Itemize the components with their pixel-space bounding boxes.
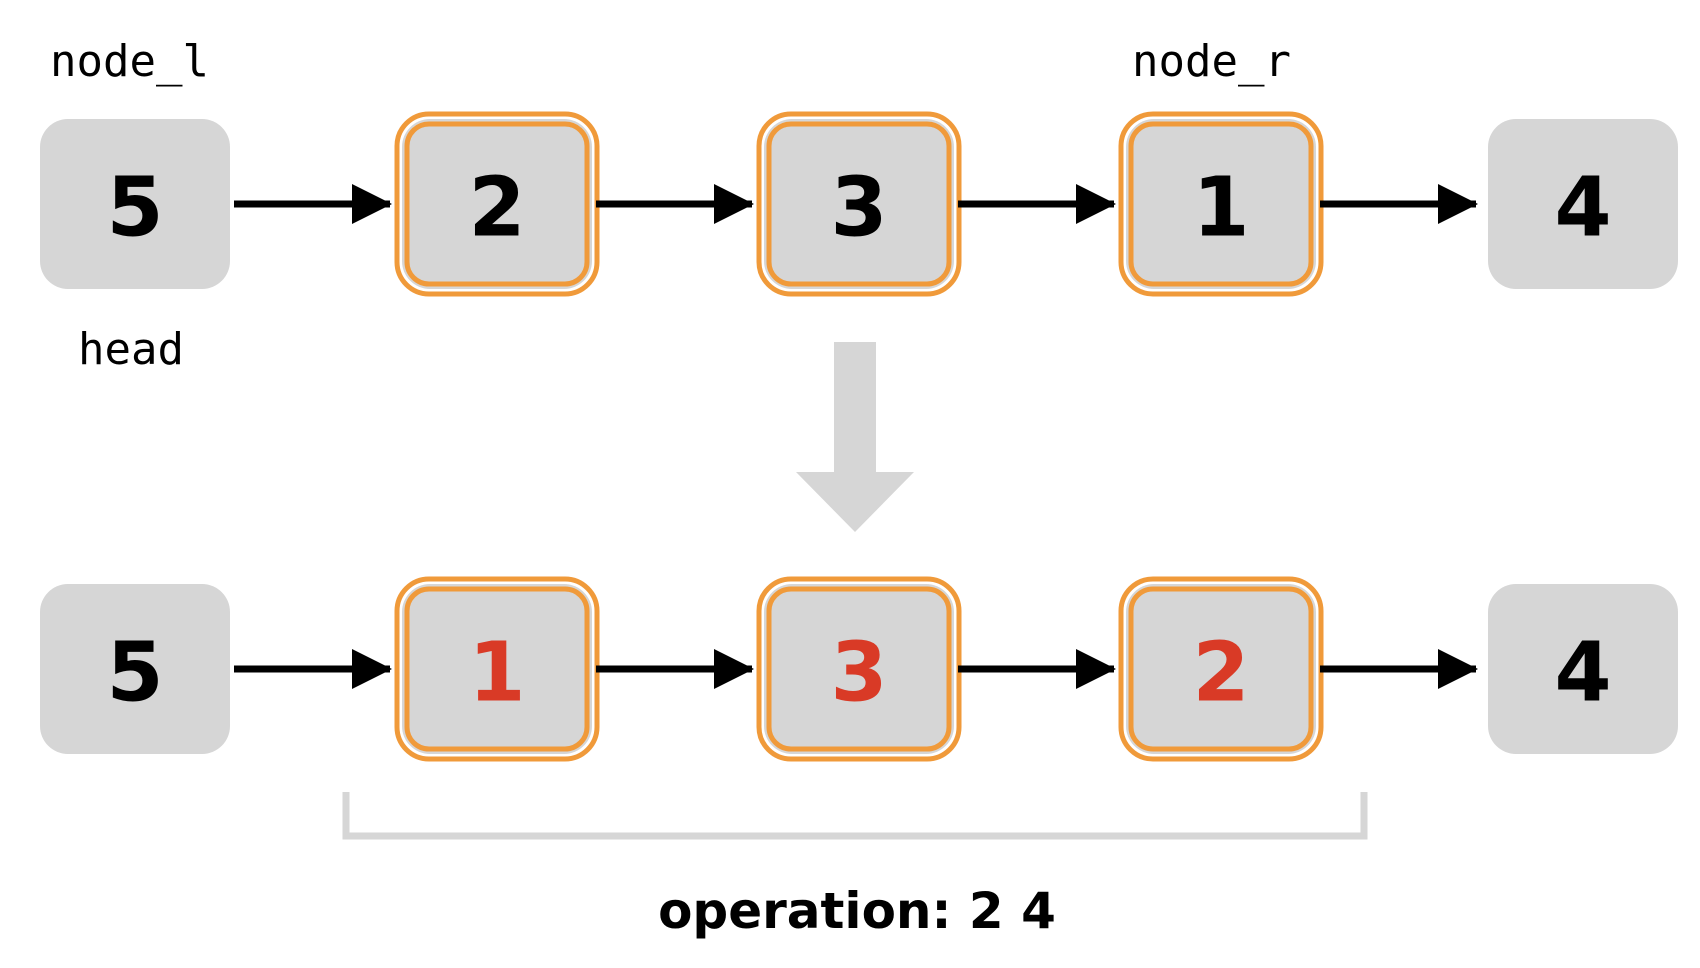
node-box [764,119,954,289]
before-list: 5 2 3 1 4 [40,111,1678,297]
node-value: 3 [830,161,887,256]
node-value: 4 [1554,626,1611,721]
node-box [40,119,230,289]
before-node-3: 3 [756,111,962,297]
highlight-outline-inner [766,121,952,287]
before-node-5: 4 [1488,119,1678,289]
highlight-outline-inner [404,586,590,752]
node-value: 4 [1554,161,1611,256]
node-value: 3 [830,626,887,721]
node-box [1488,584,1678,754]
highlight-outline-inner [1128,586,1314,752]
after-node-1: 5 [40,584,230,754]
node-value: 1 [1192,161,1249,256]
highlight-outline-inner [766,586,952,752]
node-value: 2 [1192,626,1249,721]
node-box [1488,119,1678,289]
range-bracket [342,792,1368,840]
node-box [40,584,230,754]
after-node-2: 1 [394,576,600,762]
before-node-1: 5 [40,119,230,289]
head-label: head [78,324,184,375]
node-box [1126,584,1316,754]
node-box [402,584,592,754]
node-value: 5 [106,161,163,256]
before-node-2: 2 [394,111,600,297]
after-list: 5 1 3 2 4 [40,576,1678,762]
highlight-outline-inner [404,121,590,287]
node-box [764,584,954,754]
after-node-5: 4 [1488,584,1678,754]
node-box [402,119,592,289]
node-value: 2 [468,161,525,256]
after-node-4: 2 [1118,576,1324,762]
node-box [1126,119,1316,289]
highlight-outline-inner [1128,121,1314,287]
node-r-label: node_r [1132,36,1291,87]
before-node-4: 1 [1118,111,1324,297]
operation-caption: operation: 2 4 [658,882,1056,940]
node-l-label: node_l [50,36,209,87]
node-value: 1 [468,626,525,721]
node-value: 5 [106,626,163,721]
transition-arrow [796,342,914,532]
after-node-3: 3 [756,576,962,762]
